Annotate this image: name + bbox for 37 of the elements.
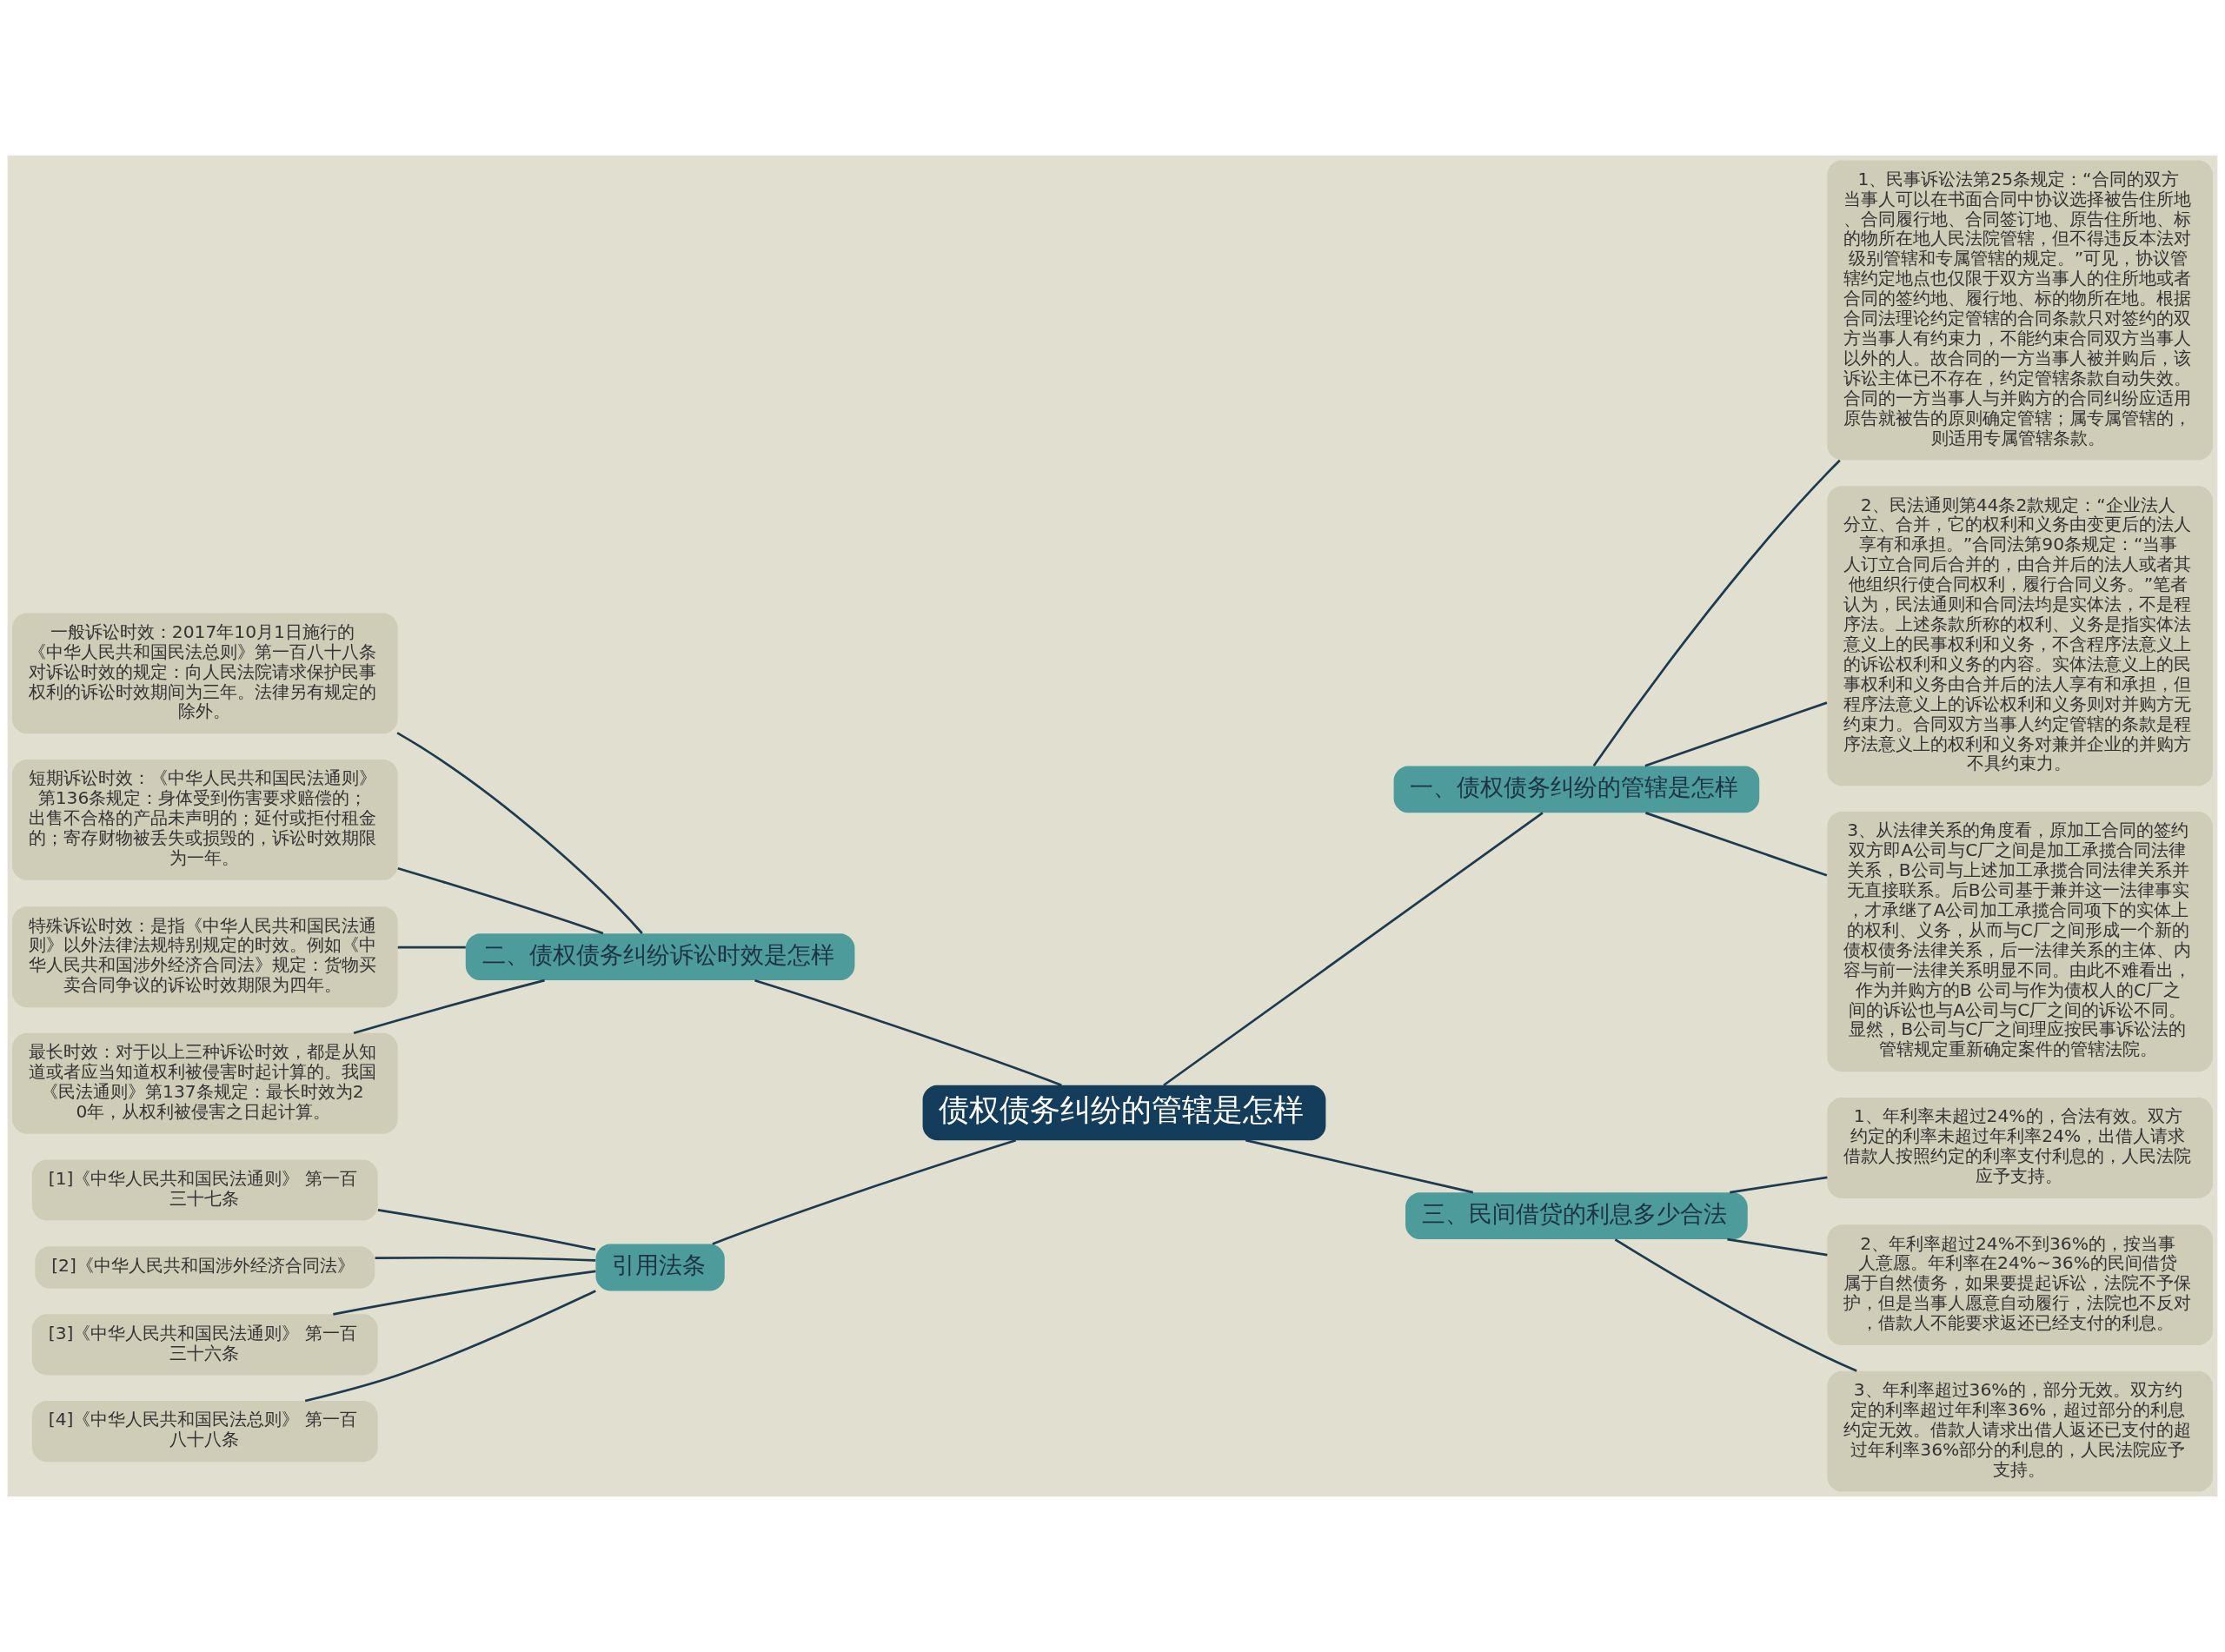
node-box: 二、债权债务纠纷诉讼时效是怎样 bbox=[465, 933, 855, 981]
connector bbox=[754, 979, 1062, 1086]
connector bbox=[1614, 1238, 1857, 1372]
connector bbox=[396, 732, 643, 934]
connector bbox=[377, 1209, 596, 1251]
connector bbox=[1245, 1138, 1474, 1194]
connector bbox=[1727, 1237, 1828, 1257]
connector bbox=[1730, 1176, 1828, 1194]
node-box: [3]《中华人民共和国民法通则》 第一百三十六条 bbox=[31, 1314, 378, 1376]
connector bbox=[712, 1138, 1017, 1245]
node-box: [1]《中华人民共和国民法通则》 第一百三十七条 bbox=[31, 1159, 378, 1221]
node-box: 3、从法律关系的角度看，原加工合同的签约双方即A公司与C厂之间是加工承揽合同法律关系，B公司与上述加工承揽合同法律关系并无直接联系。后B公司基于兼并这一法律事实，才承继了A公司加工承揽合同项下的实体上的权利、义务，从而与C厂之间形成一个新的债权债务法律关系，后一法律关系的主体、内容与前一法律关系明显不同。由此不难看出，作为并购方的B 公司与作为债权人的C厂之间的诉讼也与A公司与C厂之间的诉讼不同。显然，B公司与C厂之间理应按民事诉讼法的管辖规定重新确定案件的管辖法院。 bbox=[1827, 812, 2213, 1072]
node-box: [4]《中华人民共和国民法总则》 第一百八十八条 bbox=[31, 1401, 378, 1463]
node-box: 3、年利率超过36%的，部分无效。双方约定的利率超过年利率36%，超过部分的利息约定无效。借款人请求出借人返还已支付的超过年利率36%部分的利息的，人民法院应予支持。 bbox=[1827, 1370, 2213, 1492]
connector bbox=[397, 945, 466, 949]
node-box: 短期诉讼时效：《中华人民共和国民法通则》第136条规定：身体受到伤害要求赔偿的；出售不合格的产品未声明的；延付或拒付租金的；寄存财物被丢失或损毁的，诉讼时效期限为一年。 bbox=[12, 760, 398, 880]
node-box: 一般诉讼时效：2017年10月1日施行的《中华人民共和国民法总则》第一百八十八条对诉讼时效的规定：向人民法院请求保护民事权利的诉讼时效期间为三年。法律另有规定的除外。 bbox=[12, 613, 398, 734]
node-box: 特殊诉讼时效：是指《中华人民共和国民法通则》以外法律法规特别规定的时效。例如《中华人民共和国涉外经济合同法》规定：货物买卖合同争议的诉讼时效期限为四年。 bbox=[12, 906, 398, 1008]
node-box: 最长时效：对于以上三种诉讼时效，都是从知道或者应当知道权利被侵害时起计算的。我国《民法通则》第137条规定：最长时效为20年，从权利被侵害之日起计算。 bbox=[12, 1032, 398, 1134]
connector bbox=[1163, 812, 1544, 1086]
connector bbox=[333, 1270, 596, 1316]
node-box: 一、债权债务纠纷的管辖是怎样 bbox=[1393, 766, 1760, 813]
connector bbox=[304, 1290, 596, 1403]
node-box: 1、民事诉讼法第25条规定：“合同的双方当事人可以在书面合同中协议选择被告住所地、合同履行地、合同签订地、原告住所地、标的物所在地人民法院管辖，但不得违反本法对级别管辖和专属管辖的规定。”可见，协议管辖约定地点也仅限于双方当事人的住所地或者合同的签约地、履行地、标的物所在地。根据合同法理论约定管辖的合同条款只对签约的双方当事人有约束力，不能约束合同双方当事人以外的人。故合同的一方当事人被并购后，该诉讼主体已不存在，约定管辖条款自动失效。合同的一方当事人与并购方的合同纠纷应适用原告就被告的原则确定管辖；属专属管辖的，则适用专属管辖条款。 bbox=[1827, 160, 2213, 461]
node-box: 债权债务纠纷的管辖是怎样 bbox=[922, 1085, 1326, 1141]
node-box: 2、民法通则第44条2款规定：“企业法人分立、合并，它的权利和义务由变更后的法人享有和承担。”合同法第90条规定：“当事人订立合同后合并的，由合并后的法人或者其他组织行使合同权利，履行合同义务。”笔者认为，民法通则和合同法均是实体法，不是程序法。上述条款所称的权利、义务是指实体法意义上的民事权利和义务，不含程序法意义上的诉讼权利和义务的内容。实体法意义上的民事权利和义务由合并后的法人享有和承担，但程序法意义上的诉讼权利和义务则对并购方无约束力。合同双方当事人约定管辖的条款是程序法意义上的权利和义务对兼并企业的并购方不具约束力。 bbox=[1827, 486, 2213, 786]
node-box: [2]《中华人民共和国涉外经济合同法》 bbox=[35, 1246, 375, 1289]
connector bbox=[1645, 812, 1828, 877]
connector bbox=[1592, 459, 1841, 767]
node-box: 2、年利率超过24%不到36%的，按当事人意愿。年利率在24%~36%的民间借贷属于自然债务，如果要提起诉讼，法院不予保护，但是当事人愿意自动履行，法院也不反对，借款人不能要求返还已经支付的利息。 bbox=[1827, 1224, 2213, 1346]
connector bbox=[397, 866, 604, 935]
connector bbox=[375, 1256, 596, 1262]
node-box: 三、民间借贷的利息多少合法 bbox=[1405, 1192, 1748, 1240]
node-box: 1、年利率未超过24%的，合法有效。双方约定的利率未超过年利率24%，出借人请求借款人按照约定的利率支付利息的，人民法院应予支持。 bbox=[1827, 1097, 2213, 1198]
connector bbox=[353, 979, 545, 1035]
node-box: 引用法条 bbox=[595, 1244, 725, 1291]
connector bbox=[1644, 701, 1828, 767]
